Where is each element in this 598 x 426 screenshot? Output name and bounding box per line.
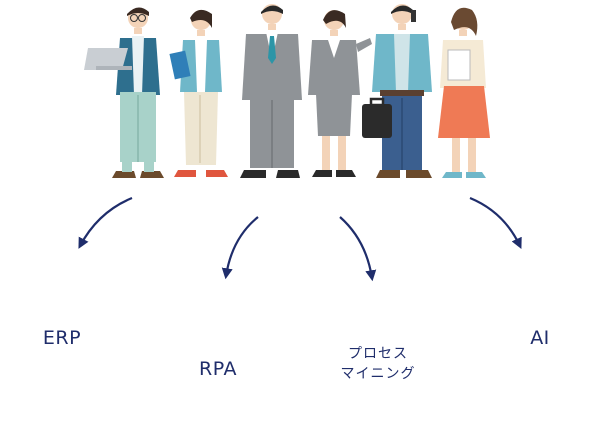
arrow-to-process-mining — [339, 216, 377, 282]
label-rpa: RPA — [178, 356, 258, 384]
woman-with-binder-figure — [169, 9, 228, 177]
woman-with-clipboard-figure — [438, 7, 490, 178]
woman-in-gray-suit-figure — [308, 10, 372, 177]
man-in-suit-figure — [240, 4, 302, 178]
arrow-to-erp — [78, 196, 133, 249]
label-process-mining-line-2: マイニング — [340, 366, 416, 383]
label-process-mining-line-1: プロセス — [348, 346, 408, 362]
label-ai-text: AI — [530, 327, 550, 349]
arrow-to-ai — [469, 196, 522, 249]
man-with-phone-and-briefcase-figure — [362, 4, 432, 178]
label-erp-text: ERP — [42, 327, 82, 349]
label-ai: AI — [500, 325, 580, 353]
label-process-mining: プロセス マイニング — [318, 344, 438, 385]
man-with-laptop-figure — [84, 7, 164, 178]
label-erp: ERP — [22, 325, 102, 353]
label-rpa-text: RPA — [199, 358, 237, 380]
arrow-to-rpa — [221, 216, 259, 280]
